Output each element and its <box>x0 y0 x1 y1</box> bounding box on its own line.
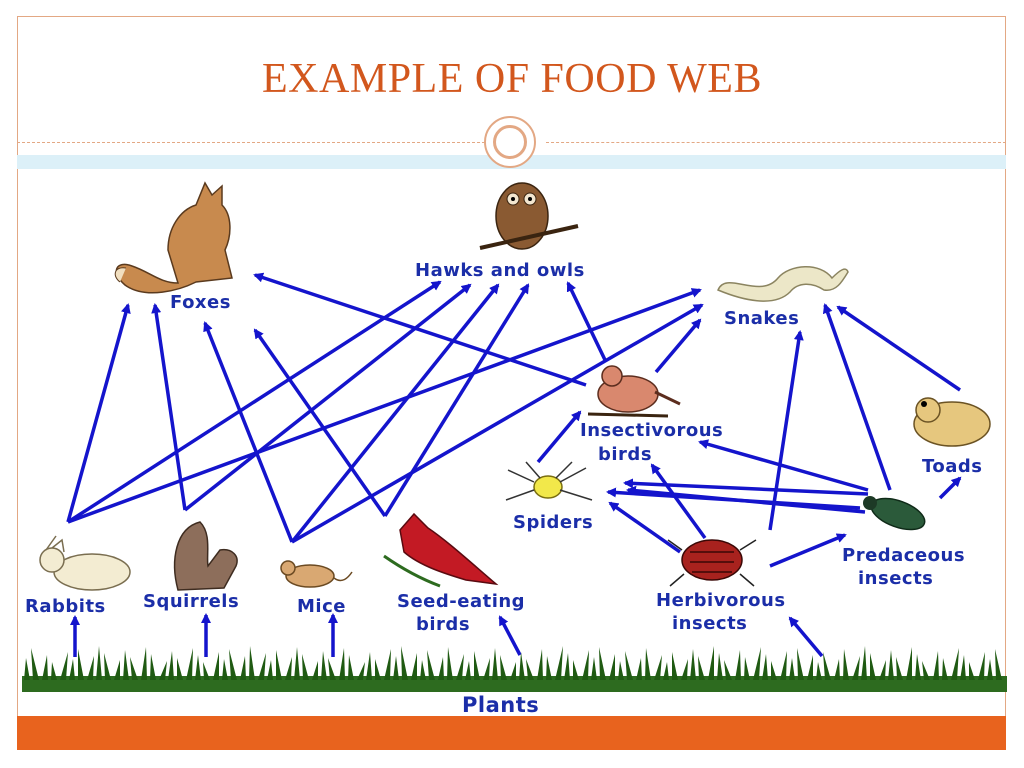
feeding-arrow <box>383 283 530 517</box>
feeding-arrow <box>650 463 707 540</box>
title-divider-right <box>546 142 1006 143</box>
feeding-arrow <box>566 281 608 363</box>
feeding-arrow <box>498 615 522 656</box>
node-predaceous-insects-line1: Predaceous <box>842 545 965 566</box>
beetle-icon <box>863 496 926 531</box>
bottom-accent-bar <box>17 716 1006 750</box>
fox-icon <box>114 181 233 294</box>
feeding-arrow <box>788 616 824 658</box>
owl-icon <box>479 182 579 250</box>
node-seed-eating-birds-line1: Seed-eating <box>397 591 525 612</box>
cardinal-icon <box>383 512 499 588</box>
node-snakes: Snakes <box>724 308 799 329</box>
arrow-group <box>66 272 962 658</box>
node-spiders: Spiders <box>513 512 593 533</box>
feeding-arrow <box>654 318 702 374</box>
circle-ornament-icon <box>484 116 536 168</box>
squirrel-icon <box>173 521 238 591</box>
node-hawks-owls: Hawks and owls <box>415 260 585 281</box>
feeding-arrow <box>253 272 587 387</box>
node-seed-eating-birds-line2: birds <box>416 614 470 635</box>
node-squirrels: Squirrels <box>143 591 239 612</box>
feeding-arrow <box>536 410 582 464</box>
node-herbivorous-insects-line2: insects <box>672 613 747 634</box>
feeding-arrow <box>836 305 961 392</box>
feeding-arrow <box>291 303 704 544</box>
toad-icon <box>913 397 991 447</box>
feeding-arrow <box>253 328 387 518</box>
feeding-arrow <box>67 288 702 524</box>
feeding-arrow <box>151 303 187 511</box>
feeding-arrow <box>606 487 861 510</box>
node-toads: Toads <box>922 456 983 477</box>
node-plants: Plants <box>462 693 539 717</box>
node-mice: Mice <box>297 596 346 617</box>
node-herbivorous-insects-line1: Herbivorous <box>656 590 786 611</box>
node-rabbits: Rabbits <box>25 596 106 617</box>
title-divider-left <box>17 142 485 143</box>
feeding-arrow <box>768 330 804 531</box>
feeding-arrow <box>66 303 131 523</box>
grass-icon <box>22 646 1007 692</box>
slide-title: EXAMPLE OF FOOD WEB <box>262 56 762 102</box>
feeding-arrow <box>938 476 962 500</box>
node-foxes: Foxes <box>170 292 231 313</box>
feeding-arrow <box>203 321 294 543</box>
bird-icon <box>587 365 681 418</box>
feeding-arrow <box>183 283 472 512</box>
snake-icon <box>717 266 849 302</box>
mouse-icon <box>280 560 353 588</box>
node-predaceous-insects-line2: insects <box>858 568 933 589</box>
feeding-arrow <box>608 501 682 554</box>
feeding-arrow <box>698 439 869 492</box>
node-insectivorous-birds-line1: Insectivorous <box>580 420 723 441</box>
node-insectivorous-birds-line2: birds <box>598 444 652 465</box>
feeding-arrow <box>290 283 500 544</box>
feeding-arrow <box>67 280 442 524</box>
spider-icon <box>505 461 593 501</box>
rabbit-icon <box>39 535 131 591</box>
feeding-arrow <box>822 303 892 491</box>
feeding-arrow <box>769 533 847 568</box>
bug-icon <box>667 539 757 587</box>
